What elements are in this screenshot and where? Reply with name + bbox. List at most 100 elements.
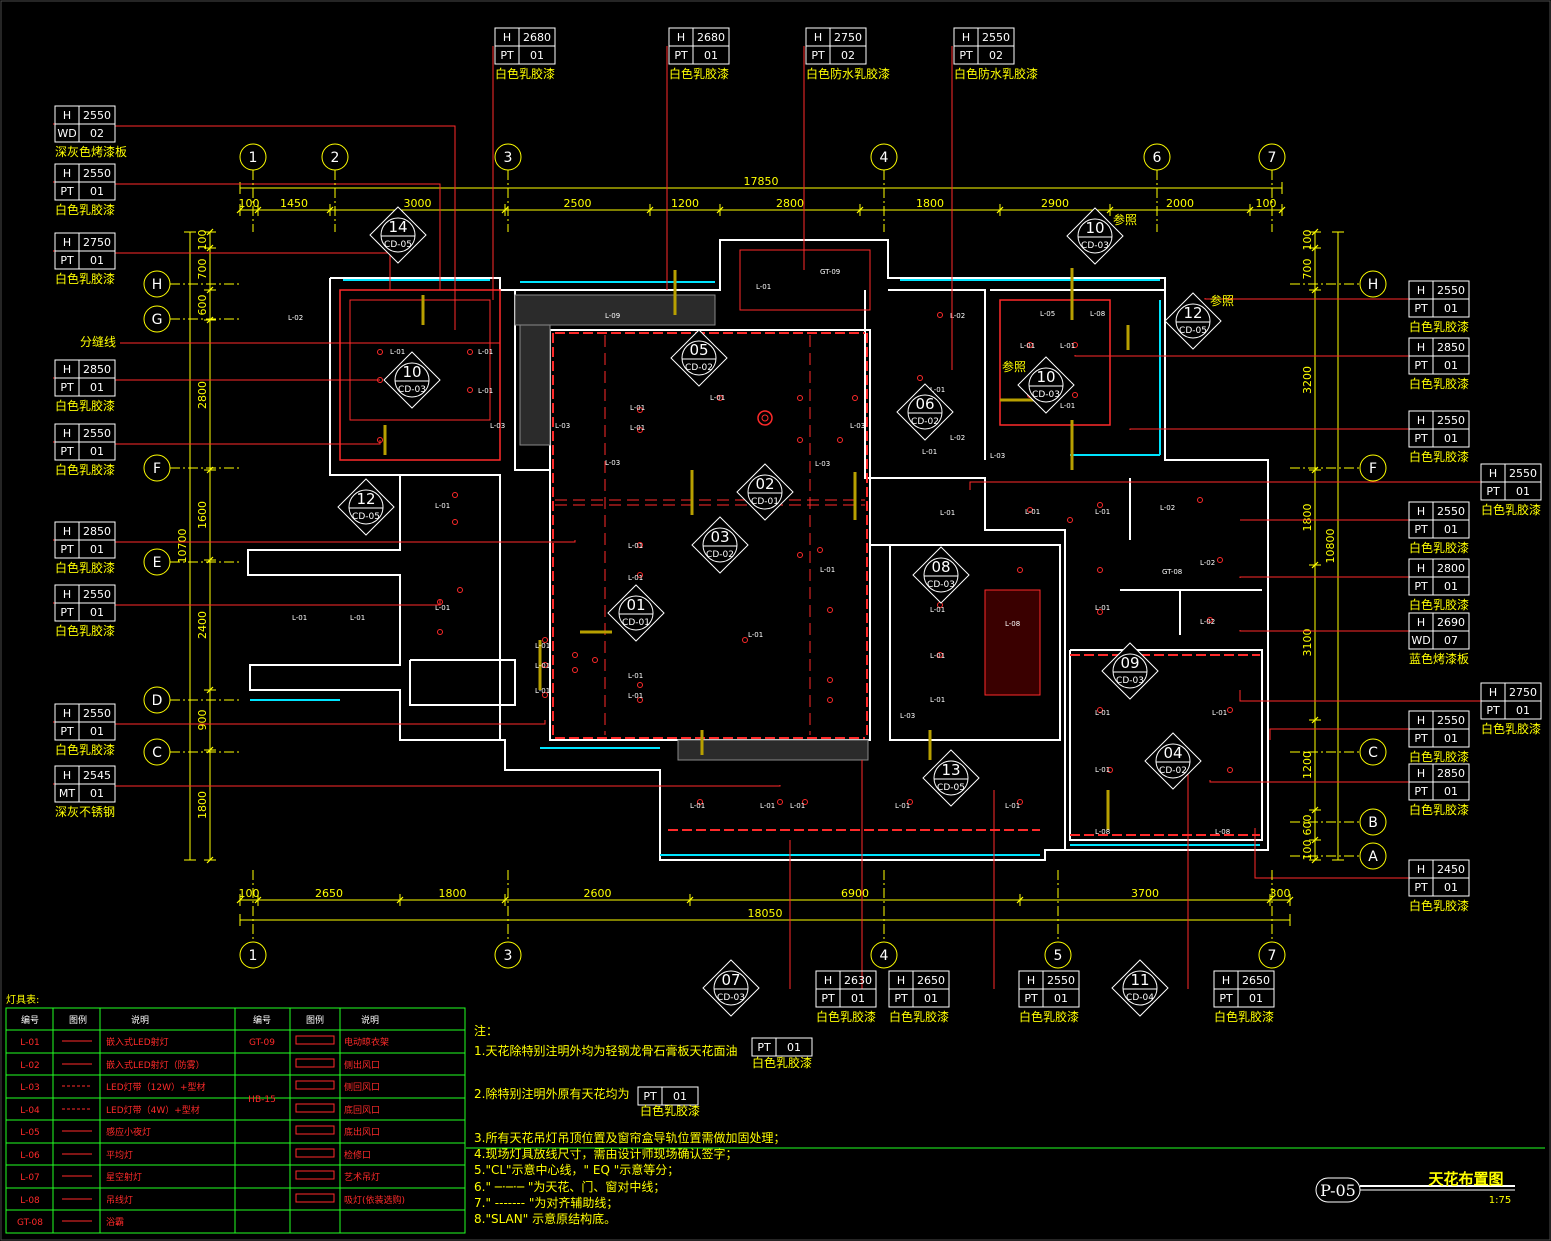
tag-height-prefix: H [63,707,71,720]
tag-code: PT [60,543,74,556]
tag-label: 白色乳胶漆 [1214,1009,1274,1024]
callout-ref: CD-05 [352,512,380,522]
axis-bubble [494,143,522,171]
axis-label: 7 [1268,948,1277,964]
callout-number: 11 [1130,971,1149,989]
legend-symbol [295,1035,335,1045]
callout-number: 04 [1163,744,1182,762]
downlight-icon [917,375,923,381]
light-code-label: L-01 [390,348,405,356]
axis-label: E [153,555,162,571]
dim-label: 2000 [1166,197,1194,210]
tag-number: 01 [924,992,938,1005]
dim-label: 1800 [1301,504,1314,532]
downlight-icon [1097,567,1103,573]
tag-height-prefix: H [1417,616,1425,629]
tag-number: 01 [851,992,865,1005]
downlight-icon [837,437,843,443]
leader-line [1204,298,1409,300]
callout-circle [394,362,430,398]
legend-symbol [295,1103,335,1113]
note-tag-number: 01 [673,1090,687,1103]
tag-code: PT [60,725,74,738]
callout-ref: CD-03 [1032,390,1060,400]
tag-height-prefix: H [1417,714,1425,727]
legend-code: HB-15 [248,1095,276,1105]
chandelier-center-icon [761,414,769,422]
leader-line [969,481,1481,490]
dim-label: 600 [1301,815,1314,836]
tag-label: 白色乳胶漆 [55,560,115,575]
dim-label: 100 [1301,230,1314,251]
downlight-icon [452,492,458,498]
downlight-icon [1097,609,1103,615]
light-code-label: L-01 [1095,766,1110,774]
dim-label: 2900 [1041,197,1069,210]
callout-circle [933,760,969,796]
legend-desc: 检修口 [344,1149,371,1161]
tag-label: 白色乳胶漆 [495,66,555,81]
tag-height-prefix: H [63,167,71,180]
tag-height-prefix: H [63,769,71,782]
leader-line [115,600,441,606]
callout-circle [1028,367,1064,403]
axis-bubble [143,548,171,576]
light-code-label: L-01 [628,574,643,582]
axis-label: F [1369,461,1377,477]
light-code-label: L-03 [850,422,865,430]
light-code-label: L-01 [895,802,910,810]
tag-height-prefix: H [1417,284,1425,297]
callout-ref: CD-03 [1116,676,1144,686]
light-code-label: L-01 [748,631,763,639]
legend-desc: 星空射灯 [106,1171,142,1183]
legend-desc: LED灯带（12W）+型材 [106,1081,206,1093]
downlight-icon [1207,617,1213,623]
tag-label: 白色乳胶漆 [55,202,115,217]
tag-code: PT [1414,523,1428,536]
callout-ref: CD-03 [717,993,745,1003]
dim-label: 3100 [1301,629,1314,657]
leader-lines [53,46,1481,989]
callout-number: 12 [1183,304,1202,322]
light-code-label: L-01 [350,614,365,622]
tag-number: 01 [90,381,104,394]
note-tag-box [637,1086,699,1106]
axis-bubble [870,143,898,171]
leader-line [1239,576,1409,578]
axis-bubble [239,941,267,969]
downlight-icon [1017,567,1023,573]
tag-height-prefix: H [63,588,71,601]
light-code-label: L-01 [292,614,307,622]
light-code-label: L-01 [1005,802,1020,810]
light-code-label: L-01 [628,692,643,700]
legend-code: L-07 [20,1173,40,1183]
axis-bubble [143,454,171,482]
callout-circle [907,394,943,430]
downlight-icon [637,572,643,578]
legend-code: GT-08 [17,1218,43,1228]
dim-total: 10800 [1324,529,1337,564]
tag-height: 2680 [697,31,725,44]
legend-symbol [295,1125,335,1135]
tag-number: 01 [90,543,104,556]
note-8: 8."SLAN" 示意原结构底。 [474,1211,616,1226]
tag-height-prefix: H [1417,767,1425,780]
tag-label: 白色乳胶漆 [816,1009,876,1024]
axis-bubble [143,305,171,333]
tag-code: PT [60,381,74,394]
tag-code: PT [894,992,908,1005]
tag-label: 蓝色烤漆板 [1409,651,1469,666]
